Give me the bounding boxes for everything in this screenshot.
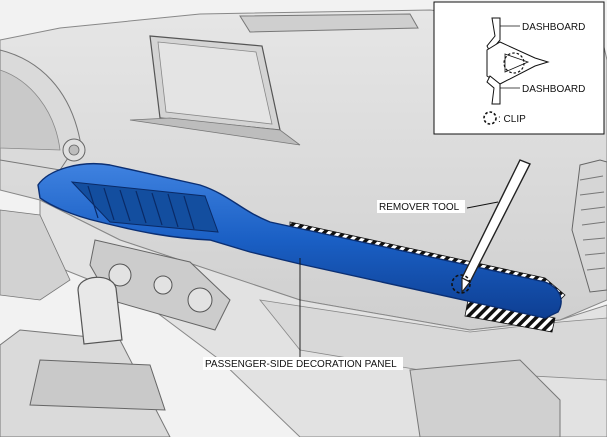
display-base: [129, 117, 301, 146]
shifter-boot: [29, 359, 166, 411]
left-trim: [0, 209, 71, 301]
inset-label-dashboard-top: DASHBOARD: [522, 22, 585, 33]
climate-knob-left: [108, 263, 132, 287]
remover-tool-tip: [461, 277, 471, 294]
cluster-face: [0, 69, 61, 151]
inset-label-clip: : CLIP: [498, 114, 526, 125]
clip-legend-icon: [483, 111, 497, 125]
lower-bracket: [409, 359, 561, 437]
inset-dashboard-lower: [486, 75, 501, 105]
panel-vent: [70, 181, 219, 233]
panel-label: PASSENGER-SIDE DECORATION PANEL: [205, 359, 397, 370]
leader-remover-tool: [466, 201, 499, 209]
gear-shifter: [77, 276, 123, 345]
clip-marker: [451, 274, 471, 294]
inset-clip-marker: [503, 52, 525, 74]
clip-detail-inset: DASHBOARD DASHBOARD : CLIP: [433, 1, 605, 135]
climate-knob-center: [153, 275, 173, 295]
inset-label-dashboard-bottom: DASHBOARD: [522, 84, 585, 95]
top-vent: [239, 13, 419, 33]
remover-tool-label: REMOVER TOOL: [379, 202, 460, 213]
climate-knob-right: [187, 287, 213, 313]
